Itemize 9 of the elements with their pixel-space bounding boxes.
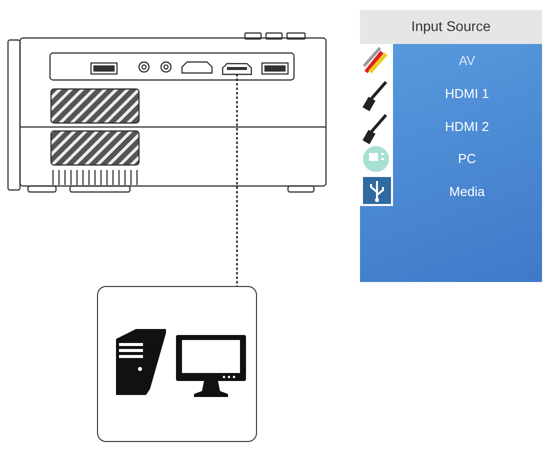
menu-item: PC [458, 151, 476, 166]
menu-title: Input Source [411, 18, 491, 34]
device-box [97, 286, 257, 442]
menu-item: AV [458, 53, 476, 68]
menu-item: HDMI 1 [444, 86, 490, 101]
hdmi-port [222, 62, 252, 74]
menu-item: Media [449, 184, 485, 199]
menu-item: HDMI 2 [444, 119, 490, 134]
dotted-connector [236, 74, 238, 286]
